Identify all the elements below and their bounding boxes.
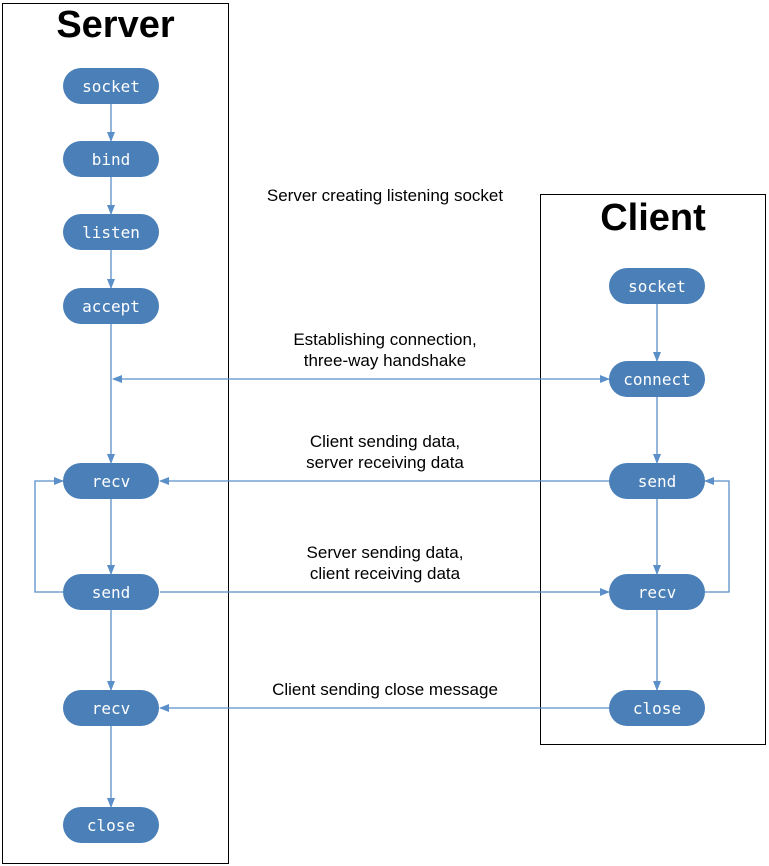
client-socket-node: socket bbox=[609, 268, 705, 304]
server-title: Server bbox=[56, 4, 175, 46]
server-frame bbox=[2, 3, 229, 864]
caption-server-send-line1: Server sending data, bbox=[306, 543, 464, 562]
server-listen-node: listen bbox=[63, 214, 159, 250]
client-title: Client bbox=[600, 197, 706, 239]
caption-handshake-line2: three-way handshake bbox=[303, 351, 467, 370]
server-bind-node: bind bbox=[63, 141, 159, 177]
caption-server-send-line2: client receiving data bbox=[309, 564, 461, 583]
server-recv-node: recv bbox=[63, 463, 159, 499]
caption-client-send: Client sending data, server receiving da… bbox=[230, 431, 540, 473]
server-send-node: send bbox=[63, 574, 159, 610]
caption-close: Client sending close message bbox=[272, 680, 498, 699]
server-accept-node: accept bbox=[63, 288, 159, 324]
client-connect-node: connect bbox=[609, 361, 705, 397]
client-close-node: close bbox=[609, 690, 705, 726]
client-frame bbox=[540, 194, 766, 745]
arrow-server-loop bbox=[34, 477, 64, 593]
caption-handshake: Establishing connection, three-way hands… bbox=[230, 329, 540, 371]
caption-client-send-line2: server receiving data bbox=[306, 453, 464, 472]
arrow-client-loop bbox=[704, 477, 730, 593]
caption-handshake-line1: Establishing connection, bbox=[293, 330, 477, 349]
caption-server-send: Server sending data, client receiving da… bbox=[230, 542, 540, 584]
server-recv-close-node: recv bbox=[63, 690, 159, 726]
server-socket-node: socket bbox=[63, 68, 159, 104]
server-close-node: close bbox=[63, 807, 159, 843]
caption-listening: Server creating listening socket bbox=[266, 186, 504, 205]
caption-client-send-line1: Client sending data, bbox=[309, 432, 461, 451]
client-recv-node: recv bbox=[609, 574, 705, 610]
client-send-node: send bbox=[609, 463, 705, 499]
